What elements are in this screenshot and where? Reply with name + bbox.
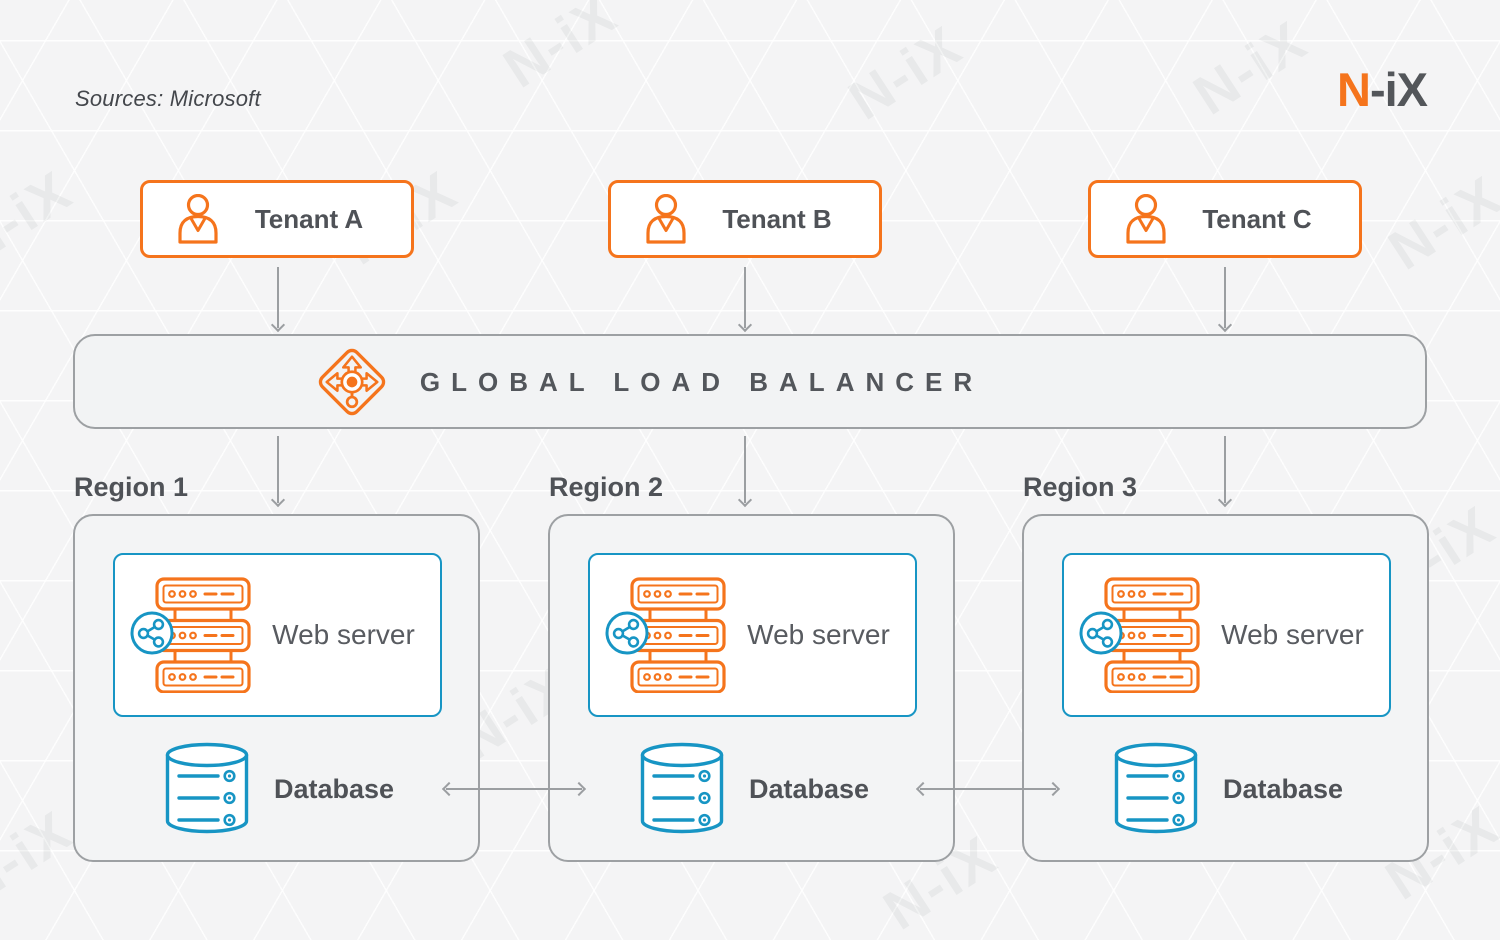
background-watermark: N-iX [1182, 8, 1318, 127]
database-row: Database [638, 742, 869, 836]
web-server-card: Web server [1062, 553, 1391, 717]
arrow-lb-to-region-1 [270, 436, 285, 508]
database-label: Database [1223, 773, 1344, 804]
person-icon [646, 194, 686, 244]
tenant-label: Tenant B [722, 203, 832, 234]
arrow-db-region2-region3 [915, 781, 1061, 797]
background-watermark: N-iX [837, 13, 973, 132]
person-icon [1126, 194, 1166, 244]
arrow-tenant-c-to-lb [1217, 267, 1232, 333]
region-3-box: Web server Database [1022, 514, 1429, 862]
region-2-label: Region 2 [549, 472, 664, 502]
database-label: Database [274, 773, 395, 804]
arrow-db-region1-region2 [441, 781, 587, 797]
nix-logo-n: N [1336, 63, 1371, 116]
share-icon [130, 611, 174, 655]
background-watermark: N-iX [0, 158, 83, 277]
tenant-a-box: Tenant A [140, 180, 414, 258]
background-watermark: N-iX [0, 798, 83, 917]
global-load-balancer-label: GLOBAL LOAD BALANCER [419, 367, 984, 397]
share-icon [605, 611, 649, 655]
tenant-c-box: Tenant C [1088, 180, 1362, 258]
server-stack-icon [1079, 577, 1200, 694]
region-3-label: Region 3 [1023, 472, 1138, 502]
global-load-balancer-content: GLOBAL LOAD BALANCER [316, 346, 984, 417]
arrow-tenant-b-to-lb [737, 267, 752, 333]
arrow-lb-to-region-2 [737, 436, 752, 508]
database-label: Database [749, 773, 870, 804]
database-row: Database [1112, 742, 1343, 836]
tenant-label: Tenant C [1202, 203, 1312, 234]
web-server-card: Web server [588, 553, 917, 717]
background-watermark: N-iX [492, 0, 628, 100]
region-1-box: Web server Database [73, 514, 480, 862]
share-icon [1079, 611, 1123, 655]
arrow-tenant-a-to-lb [270, 267, 285, 333]
web-server-card: Web server [113, 553, 442, 717]
server-stack-icon [130, 577, 251, 694]
web-server-label: Web server [1221, 619, 1364, 650]
server-stack-icon [605, 577, 726, 694]
nix-logo: N-iX [1336, 62, 1428, 117]
sources-caption: Sources: Microsoft [75, 86, 261, 111]
tenant-b-box: Tenant B [608, 180, 882, 258]
region-1-label: Region 1 [74, 472, 189, 502]
person-icon [178, 194, 218, 244]
database-icon [165, 742, 249, 834]
web-server-label: Web server [272, 619, 415, 650]
tenant-label: Tenant A [254, 203, 364, 234]
web-server-label: Web server [747, 619, 890, 650]
arrow-lb-to-region-3 [1217, 436, 1232, 508]
database-row: Database [163, 742, 394, 836]
database-icon [640, 742, 724, 834]
load-balancer-icon [316, 346, 387, 417]
nix-logo-ix: -iX [1369, 63, 1428, 116]
region-2-box: Web server Database [548, 514, 955, 862]
database-icon [1114, 742, 1198, 834]
background-watermark: N-iX [1377, 163, 1500, 282]
global-load-balancer-bar: GLOBAL LOAD BALANCER [73, 334, 1427, 429]
